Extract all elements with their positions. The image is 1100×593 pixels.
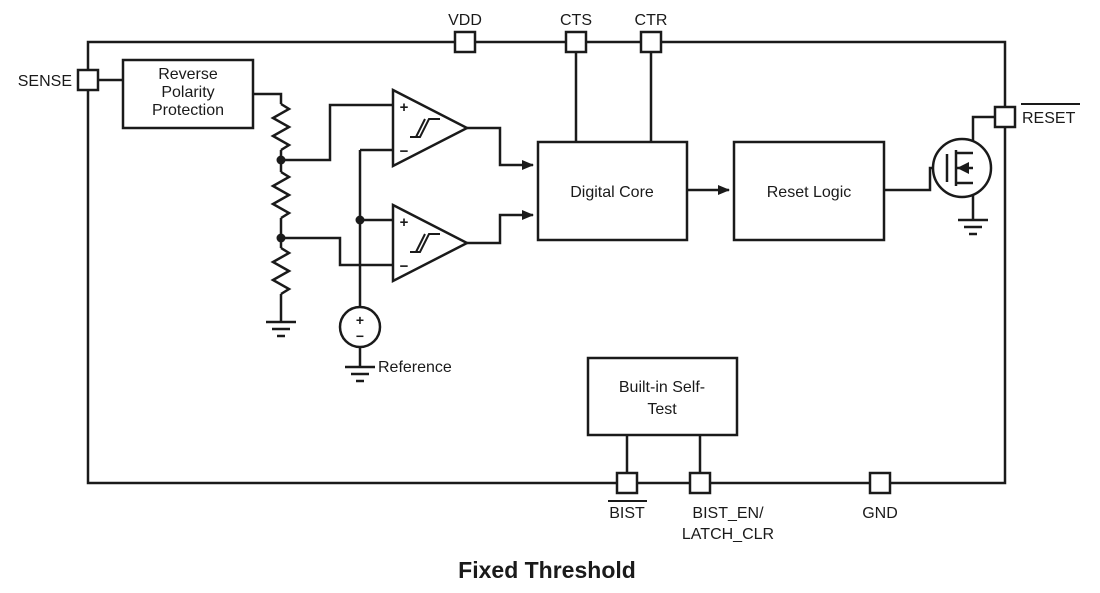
block-label: Protection <box>152 102 224 119</box>
mosfet-body-arrow-icon <box>957 162 969 174</box>
ground-symbol <box>266 320 296 338</box>
pin-label-cts: CTS <box>560 12 592 29</box>
resistor <box>270 246 292 296</box>
block-label: Reverse <box>158 66 218 83</box>
block-label: Built-in Self- <box>619 379 705 396</box>
junction-dot <box>276 155 286 165</box>
diagram-title: Fixed Threshold <box>458 557 636 583</box>
block-label: Polarity <box>161 84 214 101</box>
pin-label-reset: RESET <box>1022 110 1076 127</box>
pin-reset: RESET <box>993 103 1080 129</box>
pin-gnd: GND <box>862 471 898 522</box>
pin-label-bist: BIST <box>609 505 645 522</box>
ground-symbol <box>345 365 375 383</box>
hysteresis-icon <box>410 118 440 138</box>
pin-vdd: VDD <box>448 12 482 54</box>
pin-label-sense: SENSE <box>18 73 72 90</box>
pin-bist: BIST <box>608 471 647 522</box>
block-label: Digital Core <box>570 184 654 201</box>
plus-sign: + <box>356 312 364 328</box>
plus-sign: + <box>400 99 409 116</box>
hysteresis-icon <box>410 233 440 253</box>
digital-core-block: Digital Core <box>536 140 689 242</box>
reference-label: Reference <box>378 359 452 376</box>
mosfet <box>931 137 993 199</box>
reset-logic-block: Reset Logic <box>732 140 886 242</box>
resistor <box>270 170 292 220</box>
resistor-divider <box>270 102 292 296</box>
pin-sense: SENSE <box>18 68 100 92</box>
block-label: Test <box>647 401 677 418</box>
minus-sign: − <box>400 143 409 160</box>
pin-label-latch-clr: LATCH_CLR <box>682 526 774 543</box>
wires <box>98 52 995 473</box>
pin-label-gnd: GND <box>862 505 898 522</box>
minus-sign: − <box>400 258 409 275</box>
pin-label-ctr: CTR <box>635 12 668 29</box>
reference-source: + − Reference <box>338 305 452 376</box>
junction-dot <box>355 215 365 225</box>
minus-sign: − <box>356 328 364 344</box>
pin-bist-en-latch-clr: BIST_EN/ LATCH_CLR <box>682 471 774 543</box>
plus-sign: + <box>400 214 409 231</box>
upper-comparator: + − <box>391 87 470 169</box>
junction-dot <box>276 233 286 243</box>
ground-symbol <box>958 218 988 236</box>
pin-cts: CTS <box>560 12 592 54</box>
lower-comparator: + − <box>391 202 470 284</box>
pin-label-bist-en: BIST_EN/ <box>692 505 764 522</box>
reverse-polarity-protection-block: Reverse Polarity Protection <box>121 58 255 130</box>
built-in-self-test-block: Built-in Self- Test <box>586 356 739 437</box>
pin-label-vdd: VDD <box>448 12 482 29</box>
resistor <box>270 102 292 152</box>
pin-ctr: CTR <box>635 12 668 54</box>
block-label: Reset Logic <box>767 184 852 201</box>
